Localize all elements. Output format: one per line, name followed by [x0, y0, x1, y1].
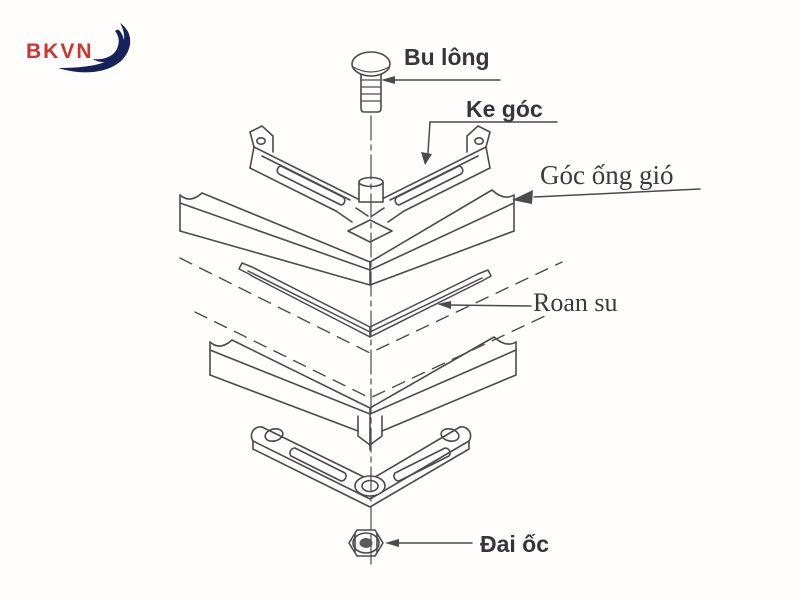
label-bolt: Bu lông — [404, 44, 490, 70]
wave-icon — [58, 23, 131, 73]
label-duct-corner: Góc ống gió — [540, 160, 674, 190]
bolt-drawing — [351, 51, 391, 113]
label-corner-cleat: Ke góc — [466, 96, 543, 122]
duct-corner-leader-line — [512, 188, 701, 204]
gasket-leader-line — [437, 301, 532, 309]
corner-cleat-drawing — [249, 125, 491, 243]
logo-text: BKVN — [26, 40, 94, 63]
nut-leader-line — [385, 539, 473, 547]
bolt-hole-diamond — [347, 219, 393, 243]
section-dashed-lines — [179, 257, 563, 399]
cleat-center-hole — [354, 475, 386, 497]
bolt-leader-line — [381, 76, 501, 84]
corner-cleat-leader-line — [421, 121, 558, 165]
duct-corner-flange-bottom-drawing — [209, 336, 517, 451]
label-nut: Đai ốc — [480, 531, 550, 557]
logo: BKVN — [22, 16, 132, 82]
nut-drawing — [348, 529, 384, 557]
label-gasket: Roan su — [533, 288, 618, 317]
gasket-drawing — [238, 262, 492, 338]
bottom-corner-cleat-drawing — [250, 426, 472, 508]
cleat-end-hole — [264, 427, 284, 443]
cleat-end-hole — [440, 427, 460, 443]
duct-corner-flange-top-drawing — [179, 189, 515, 286]
